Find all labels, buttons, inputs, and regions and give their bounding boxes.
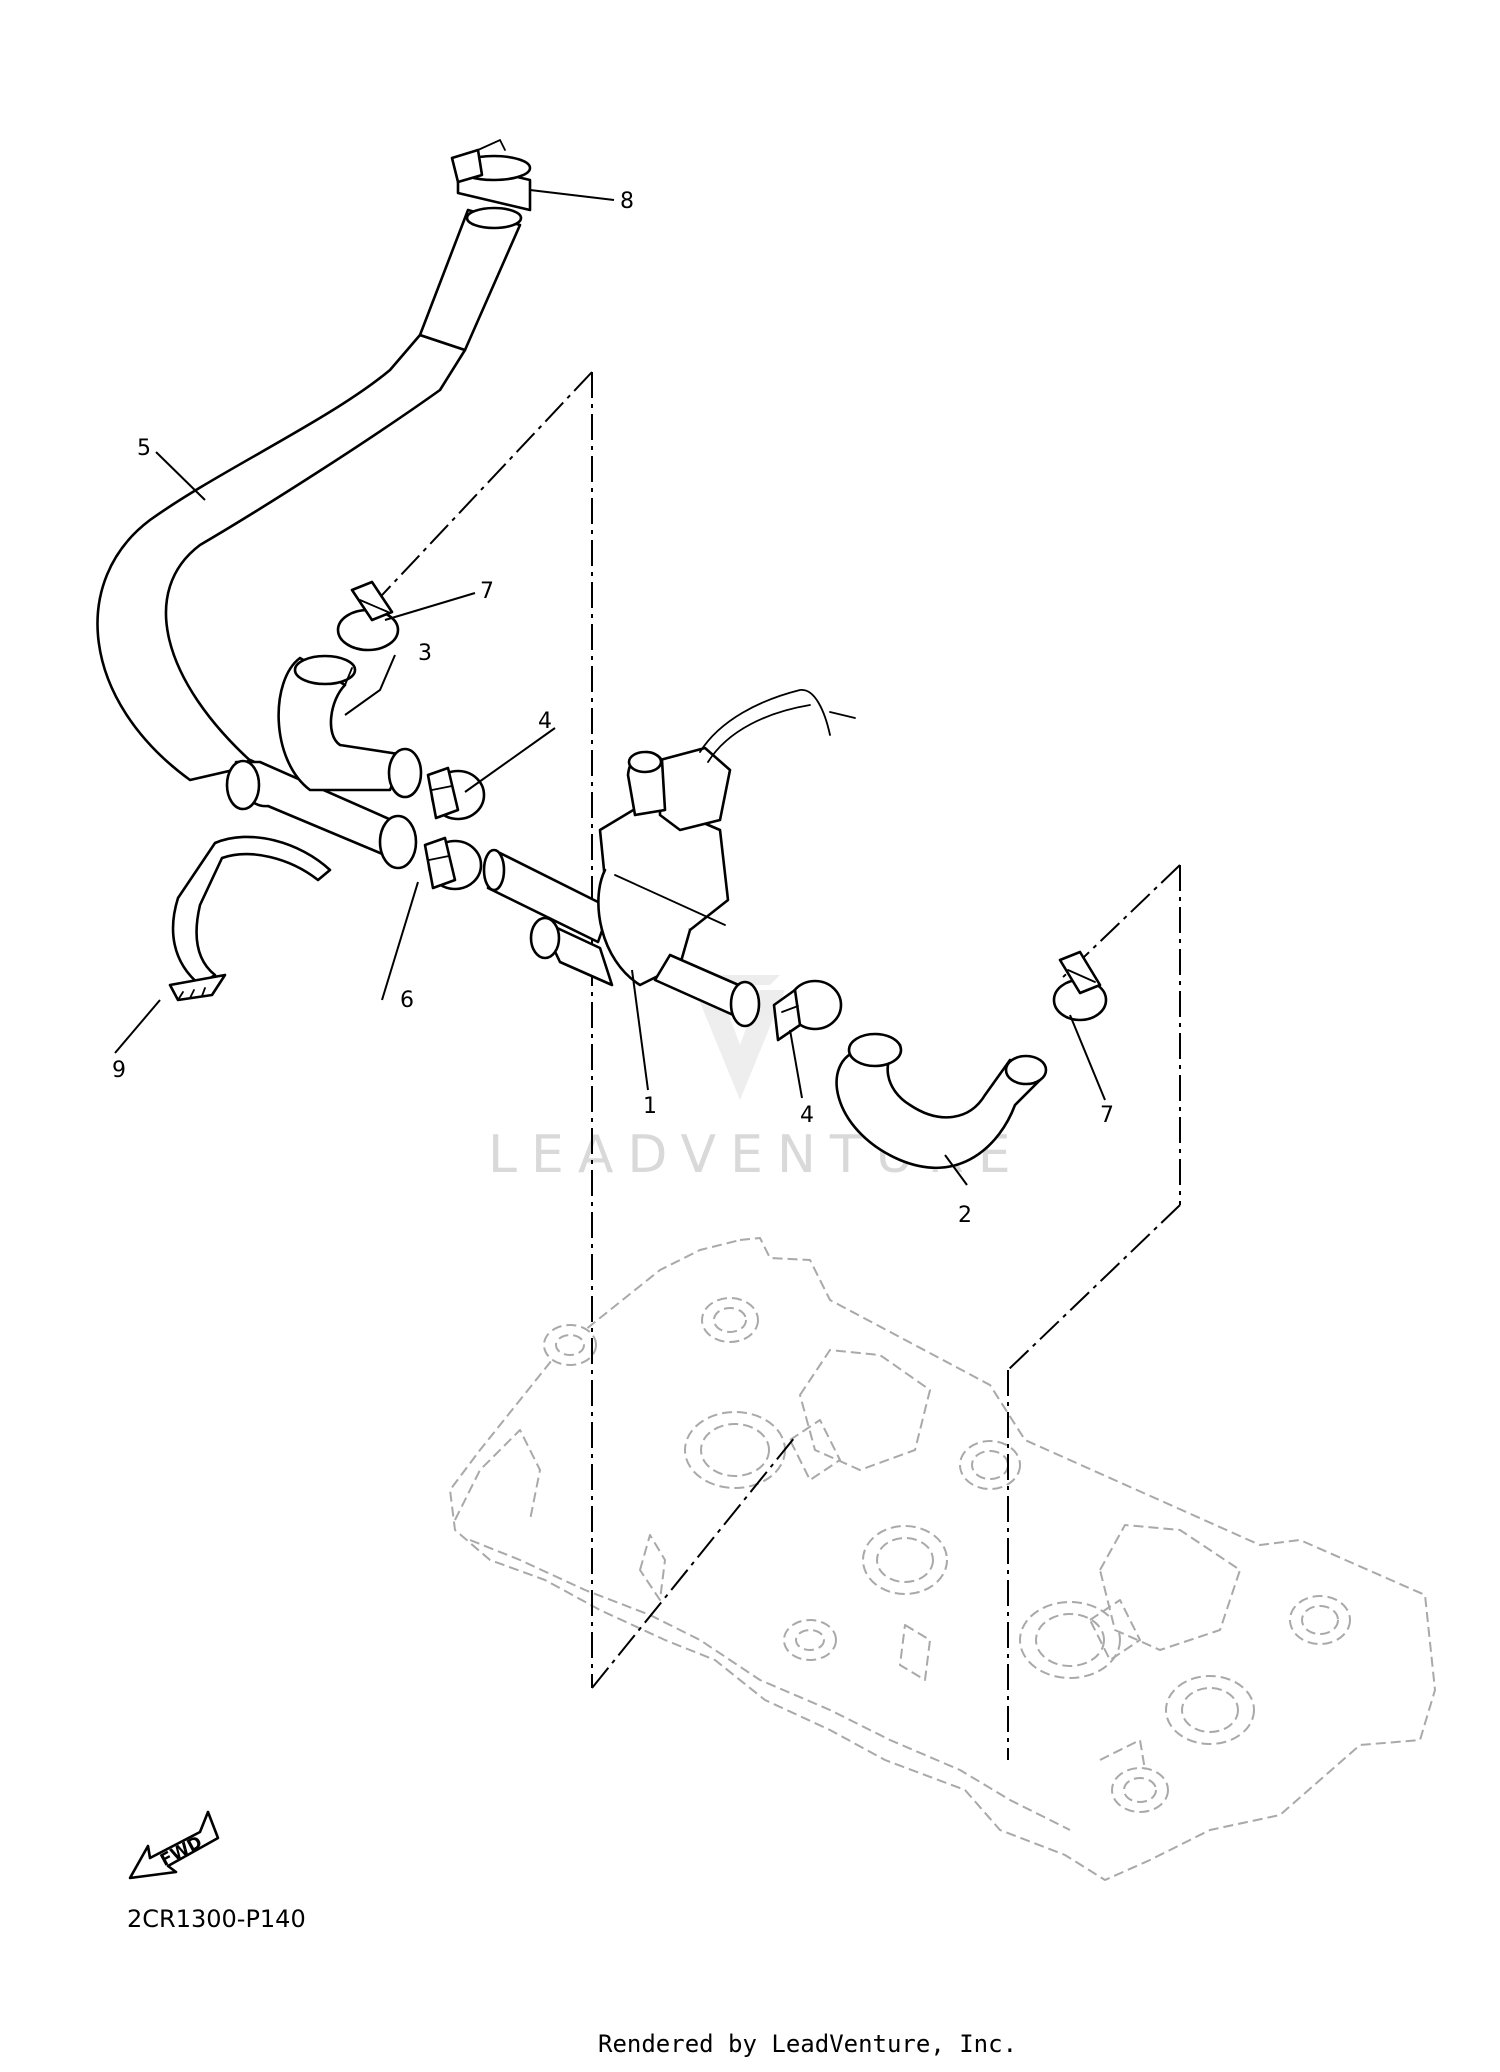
- part-9-clip: [168, 835, 332, 1002]
- leader-lines: [114, 189, 1106, 1186]
- part-7-hose-clamp-left: [336, 580, 400, 652]
- part-8-hose-clamp: [450, 138, 532, 212]
- callout-4a: 4: [538, 709, 552, 734]
- fwd-arrow-icon: FWD: [128, 1810, 220, 1880]
- cylinder-head-ghost: [449, 1237, 1436, 1881]
- callout-5: 5: [137, 436, 151, 461]
- part-4-hose-clamp-lower: [772, 979, 843, 1042]
- part-4-hose-clamp-upper: [426, 766, 486, 821]
- callout-9: 9: [112, 1058, 126, 1083]
- callout-6: 6: [400, 988, 414, 1013]
- callout-7b: 7: [1100, 1103, 1114, 1128]
- callout-2: 2: [958, 1203, 972, 1228]
- fwd-label: FWD: [157, 1832, 206, 1871]
- callout-4b: 4: [800, 1103, 814, 1128]
- part-3-hose: [277, 654, 423, 799]
- part-1-air-induction-valve: [482, 689, 856, 1028]
- callout-1: 1: [643, 1094, 657, 1119]
- callouts: 8 5 7 3 4 6 9 1 4 7 2: [112, 189, 1114, 1228]
- part-2-hose: [835, 1032, 1048, 1170]
- part-6-hose-clamp: [423, 836, 483, 891]
- callout-3: 3: [418, 641, 432, 666]
- callout-7a: 7: [480, 579, 494, 604]
- callout-8: 8: [620, 189, 634, 214]
- render-credit: Rendered by LeadVenture, Inc.: [598, 2030, 1017, 2058]
- part-5-hose: [96, 206, 523, 870]
- part-7-hose-clamp-right: [1052, 950, 1108, 1022]
- diagram-code: 2CR1300-P140: [127, 1905, 306, 1933]
